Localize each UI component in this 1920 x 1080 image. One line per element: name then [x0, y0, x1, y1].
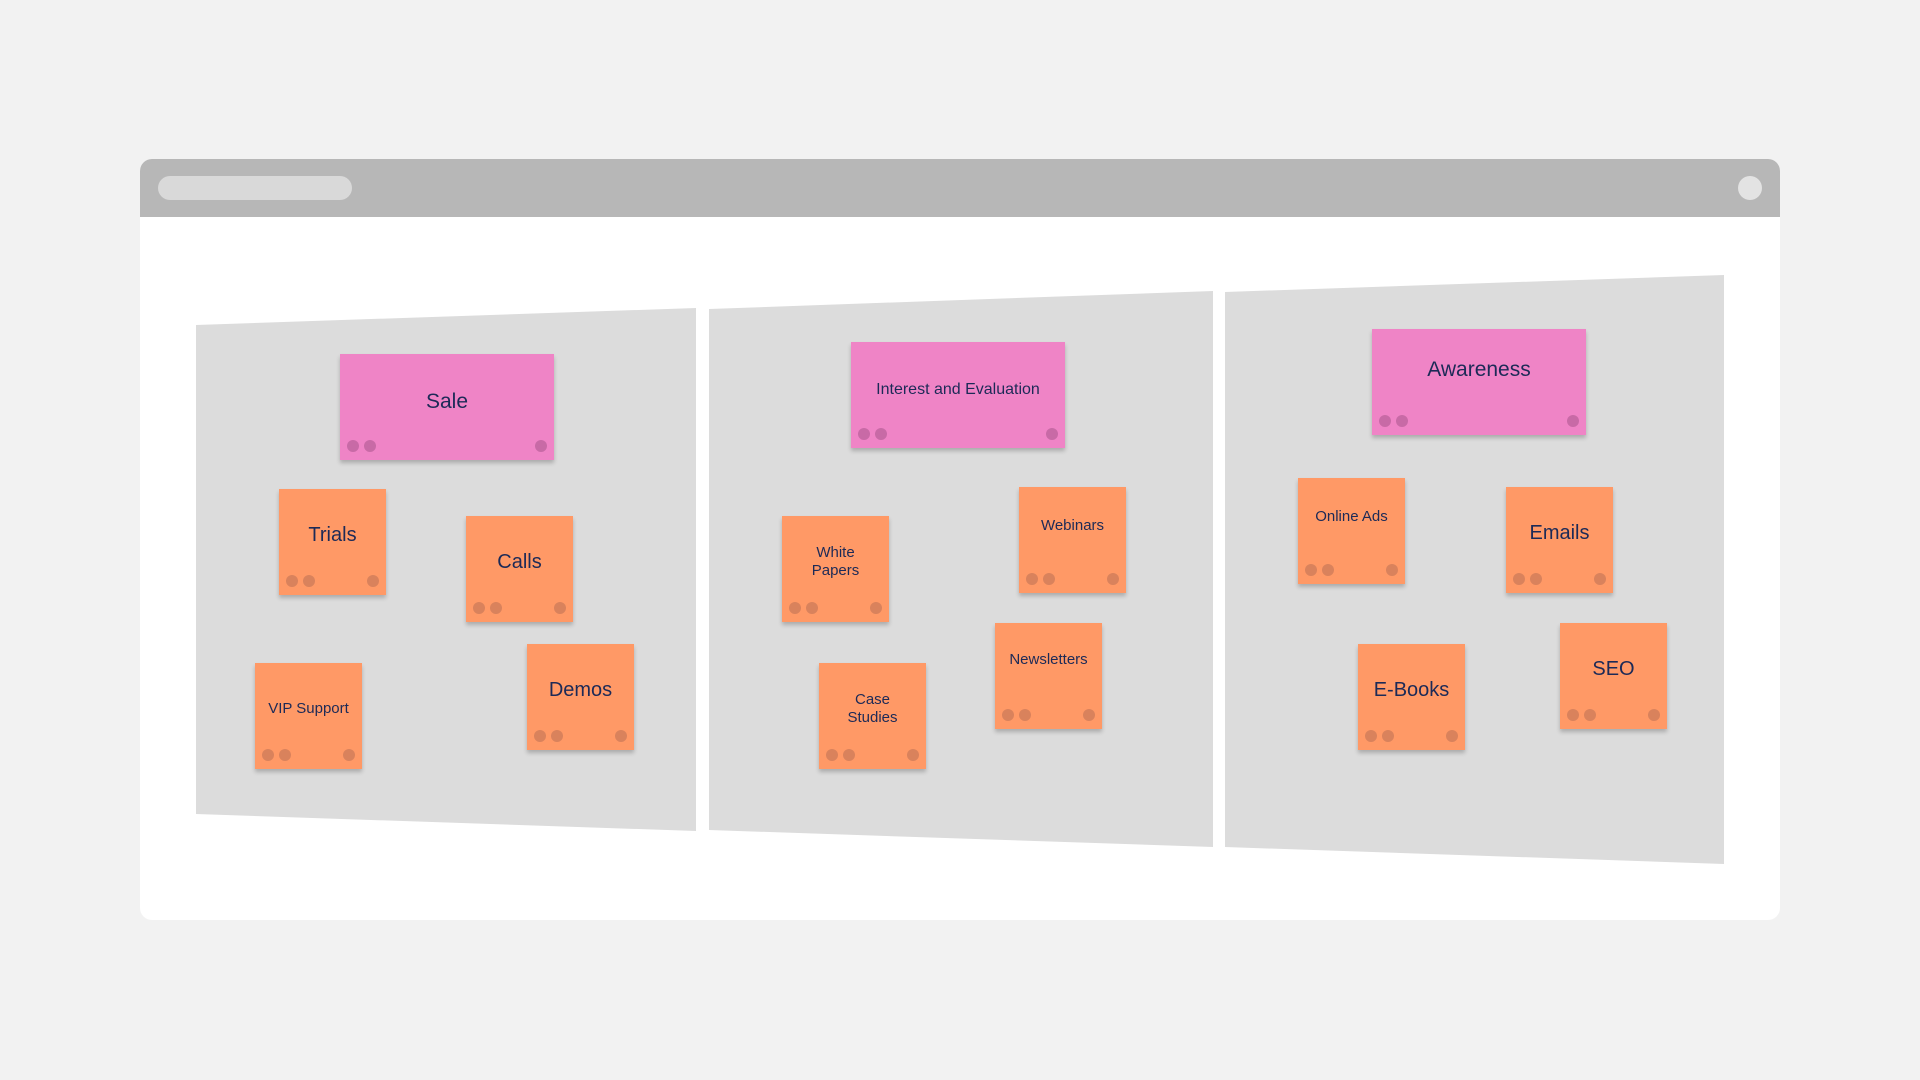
sticky-note-e-books[interactable]: E-Books	[1358, 644, 1465, 750]
note-label: Emails	[1529, 522, 1590, 544]
note-dot-icon	[1026, 573, 1038, 585]
sticky-note-online-ads[interactable]: Online Ads	[1298, 478, 1405, 584]
note-dot-icon	[1046, 428, 1058, 440]
note-dot-icon	[1365, 730, 1377, 742]
note-dot-icon	[843, 749, 855, 761]
note-dot-icon	[1386, 564, 1398, 576]
note-label: Demos	[548, 679, 613, 701]
note-label: VIP Support	[268, 700, 349, 717]
sticky-note-case-studies[interactable]: Case Studies	[819, 663, 926, 769]
note-label: E-Books	[1373, 679, 1450, 701]
note-label: Webinars	[1040, 517, 1105, 534]
note-label: Awareness	[1427, 358, 1531, 382]
note-dot-icon	[870, 602, 882, 614]
note-dot-icon	[286, 575, 298, 587]
note-dot-icon	[907, 749, 919, 761]
note-dot-icon	[1648, 709, 1660, 721]
note-dot-icon	[551, 730, 563, 742]
sticky-note-white-papers[interactable]: White Papers	[782, 516, 889, 622]
note-dot-icon	[1446, 730, 1458, 742]
sticky-note-newsletters[interactable]: Newsletters	[995, 623, 1102, 729]
note-label: Interest and Evaluation	[876, 381, 1040, 399]
note-dot-icon	[1594, 573, 1606, 585]
note-dot-icon	[343, 749, 355, 761]
note-dot-icon	[826, 749, 838, 761]
note-dot-icon	[806, 602, 818, 614]
note-dot-icon	[1567, 709, 1579, 721]
note-dot-icon	[262, 749, 274, 761]
note-dot-icon	[534, 730, 546, 742]
note-dot-icon	[1584, 709, 1596, 721]
note-label: SEO	[1592, 658, 1635, 680]
note-label: White Papers	[811, 544, 860, 579]
note-dot-icon	[1083, 709, 1095, 721]
note-dot-icon	[347, 440, 359, 452]
note-dot-icon	[1019, 709, 1031, 721]
note-dot-icon	[367, 575, 379, 587]
note-dot-icon	[1567, 415, 1579, 427]
note-dot-icon	[554, 602, 566, 614]
header-note-sale[interactable]: Sale	[340, 354, 554, 460]
note-dot-icon	[1043, 573, 1055, 585]
note-dot-icon	[1305, 564, 1317, 576]
header-note-awareness[interactable]: Awareness	[1372, 329, 1586, 435]
header-note-interest-and-evaluation[interactable]: Interest and Evaluation	[851, 342, 1065, 448]
note-dot-icon	[1002, 709, 1014, 721]
note-dot-icon	[535, 440, 547, 452]
note-dot-icon	[1513, 573, 1525, 585]
sticky-note-calls[interactable]: Calls	[466, 516, 573, 622]
sticky-note-emails[interactable]: Emails	[1506, 487, 1613, 593]
note-dot-icon	[875, 428, 887, 440]
note-dot-icon	[1396, 415, 1408, 427]
sticky-note-vip-support[interactable]: VIP Support	[255, 663, 362, 769]
note-label: Newsletters	[1009, 651, 1088, 668]
title-bar	[140, 159, 1780, 217]
note-dot-icon	[789, 602, 801, 614]
note-dot-icon	[364, 440, 376, 452]
note-dot-icon	[303, 575, 315, 587]
sticky-note-seo[interactable]: SEO	[1560, 623, 1667, 729]
sticky-note-demos[interactable]: Demos	[527, 644, 634, 750]
note-dot-icon	[1530, 573, 1542, 585]
sticky-note-webinars[interactable]: Webinars	[1019, 487, 1126, 593]
note-dot-icon	[490, 602, 502, 614]
note-dot-icon	[858, 428, 870, 440]
note-dot-icon	[1322, 564, 1334, 576]
note-label: Case Studies	[847, 691, 898, 726]
sticky-note-trials[interactable]: Trials	[279, 489, 386, 595]
note-label: Sale	[425, 390, 469, 414]
note-dot-icon	[1107, 573, 1119, 585]
window-control-icon[interactable]	[1738, 176, 1762, 200]
note-dot-icon	[473, 602, 485, 614]
note-dot-icon	[615, 730, 627, 742]
note-dot-icon	[1379, 415, 1391, 427]
note-dot-icon	[1382, 730, 1394, 742]
note-label: Online Ads	[1315, 508, 1388, 525]
note-label: Calls	[497, 551, 542, 573]
note-dot-icon	[279, 749, 291, 761]
note-label: Trials	[308, 524, 357, 546]
address-bar[interactable]	[158, 176, 352, 200]
